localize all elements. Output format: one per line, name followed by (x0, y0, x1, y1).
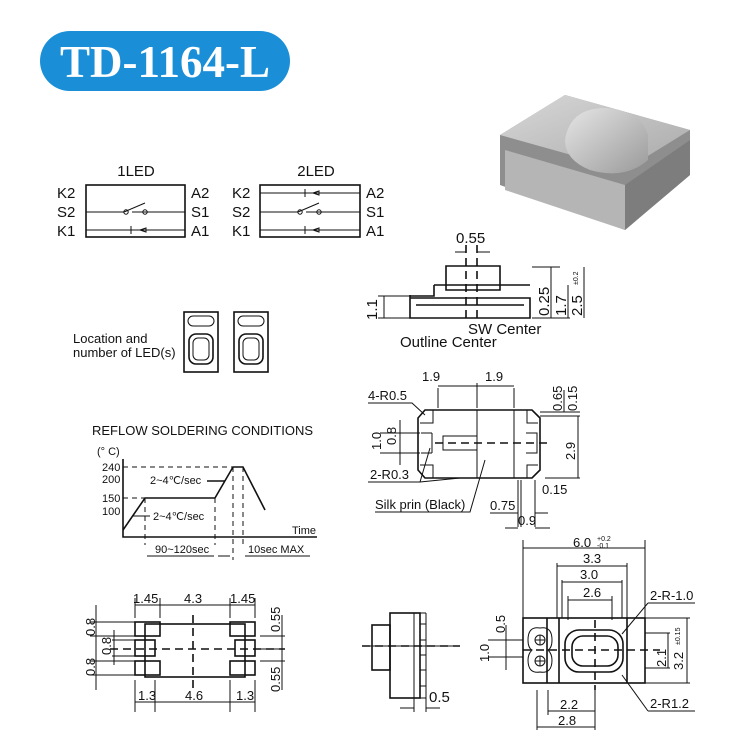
dimension-label: 0.55 (268, 667, 283, 692)
led-location-label: Location and (73, 331, 147, 346)
top-view: 1.9 1.9 4-R0.5 0.65 0.15 2.9 1.0 0.8 2-R… (368, 369, 580, 529)
temperature-profile (122, 466, 266, 531)
ramp-rate-label: 2~4℃/sec (153, 511, 205, 523)
led-icon-2 (233, 311, 269, 373)
reflow-title: REFLOW SOLDERING CONDITIONS (92, 423, 313, 438)
dimension-label: 1.3 (138, 688, 156, 703)
dimension-label: 0.8 (83, 618, 98, 636)
tolerance-label: ±0.15 (675, 627, 682, 645)
side-view: 0.55 1.1 0.25 1.7 2.5 ±0.2 SW Center Out… (364, 230, 586, 351)
switch-symbol (86, 202, 185, 234)
dimension-label: 0.8 (83, 658, 98, 676)
button-cap (565, 108, 648, 174)
title-badge: TD-1164-L (40, 31, 290, 91)
y-axis-unit: (° C) (97, 446, 120, 458)
dimension-label: 2.2 (560, 697, 578, 712)
pin-label: K2 (57, 185, 75, 202)
dimension-label: 0.75 (490, 498, 515, 513)
dimension-label: 0.25 (536, 287, 553, 316)
silk-print-label: Silk prin (Black) (375, 497, 465, 512)
dimension-label: 1.45 (230, 591, 255, 606)
pin-label: S2 (232, 204, 250, 221)
pin-label: K1 (57, 223, 75, 240)
preheat-duration-label: 90~120sec (155, 544, 210, 556)
dimension-label: 0.65 (550, 386, 565, 411)
radius-label: 4-R0.5 (368, 388, 407, 403)
reflow-chart: REFLOW SOLDERING CONDITIONS (° C) 240 20… (92, 423, 317, 560)
schematic-1led: 1LED K2 S2 K1 A2 S1 A1 (57, 163, 209, 240)
axes (122, 459, 317, 538)
tolerance-label: ±0.2 (573, 271, 580, 285)
y-tick-label: 150 (102, 493, 120, 505)
profile-view: 0.5 (362, 612, 460, 712)
peak-duration-label: 10sec MAX (248, 544, 305, 556)
y-tick-label: 240 (102, 462, 120, 474)
x-axis-label: Time (292, 525, 316, 537)
product-title: TD-1164-L (60, 37, 270, 87)
dimension-label: 1.0 (369, 432, 384, 450)
outline-center-label: Outline Center (400, 334, 497, 351)
led-location-label: number of LED(s) (73, 345, 176, 360)
schematic-title: 1LED (117, 163, 155, 180)
badge-background (40, 31, 290, 91)
dimension-label: 1.9 (485, 369, 503, 384)
dimension-label: 1.0 (477, 644, 492, 662)
dimension-label: 4.6 (185, 688, 203, 703)
pin-label: A2 (366, 185, 384, 202)
dimension-label: 1.7 (553, 295, 570, 316)
pin-label: A2 (191, 185, 209, 202)
dimension-label: 2.9 (563, 442, 578, 460)
dimension-label: 1.1 (364, 299, 381, 320)
led-window (527, 627, 553, 673)
dimension-label: 1.45 (133, 591, 158, 606)
led-location: Location and number of LED(s) (73, 311, 269, 373)
dimension-label: 2.6 (583, 585, 601, 600)
dimension-label: 3.0 (580, 567, 598, 582)
dimension-label: 0.5 (493, 615, 508, 633)
dimension-label: 0.5 (429, 689, 450, 706)
pin-label: A1 (191, 223, 209, 240)
dimension-label: 0.9 (518, 513, 536, 528)
pin-label: K1 (232, 223, 250, 240)
dimension-label: 0.15 (542, 482, 567, 497)
dimension-label: 3.3 (583, 551, 601, 566)
dimension-label: 1.9 (422, 369, 440, 384)
tolerance-label: -0.1 (597, 543, 609, 550)
sw-center-label: SW Center (468, 321, 541, 338)
pin-label: K2 (232, 185, 250, 202)
product-photo (500, 95, 690, 230)
dimension-label: 1.3 (236, 688, 254, 703)
dimension-label: 0.55 (268, 607, 283, 632)
dimension-label: 4.3 (184, 591, 202, 606)
dimension-label: 0.8 (99, 637, 114, 655)
dimension-label: 0.8 (384, 427, 399, 445)
led-icon-1 (183, 311, 219, 373)
front-view: 6.0 +0.2 -0.1 3.3 3.0 2.6 2-R-1.0 0.5 1.… (477, 535, 695, 730)
radius-label: 2-R-1.0 (650, 588, 693, 603)
radius-label: 2-R1.2 (650, 696, 689, 711)
y-tick-label: 100 (102, 506, 120, 518)
tolerance-label: +0.2 (597, 536, 611, 543)
dimension-label: 2.5 (569, 295, 586, 316)
radius-label: 2-R0.3 (370, 467, 409, 482)
schematic-2led: 2LED K2 S2 K1 A2 S1 A1 (232, 163, 384, 240)
dimension-label: 0.15 (565, 386, 580, 411)
dimension-label: 3.2 (671, 652, 686, 670)
dimension-label: 0.55 (456, 230, 485, 247)
dimension-label: 2.1 (654, 649, 669, 667)
dimension-label: 2.8 (558, 713, 576, 728)
ramp-rate-label: 2~4℃/sec (150, 475, 202, 487)
footprint-view: 1.45 4.3 1.45 1.3 4.6 1.3 0.8 0.8 0.8 0.… (83, 591, 285, 712)
pin-label: S2 (57, 204, 75, 221)
pin-label: S1 (191, 204, 209, 221)
dimension-label: 6.0 (573, 535, 591, 550)
pin-label: S1 (366, 204, 384, 221)
pin-label: A1 (366, 223, 384, 240)
y-tick-label: 200 (102, 474, 120, 486)
schematic-title: 2LED (297, 163, 335, 180)
